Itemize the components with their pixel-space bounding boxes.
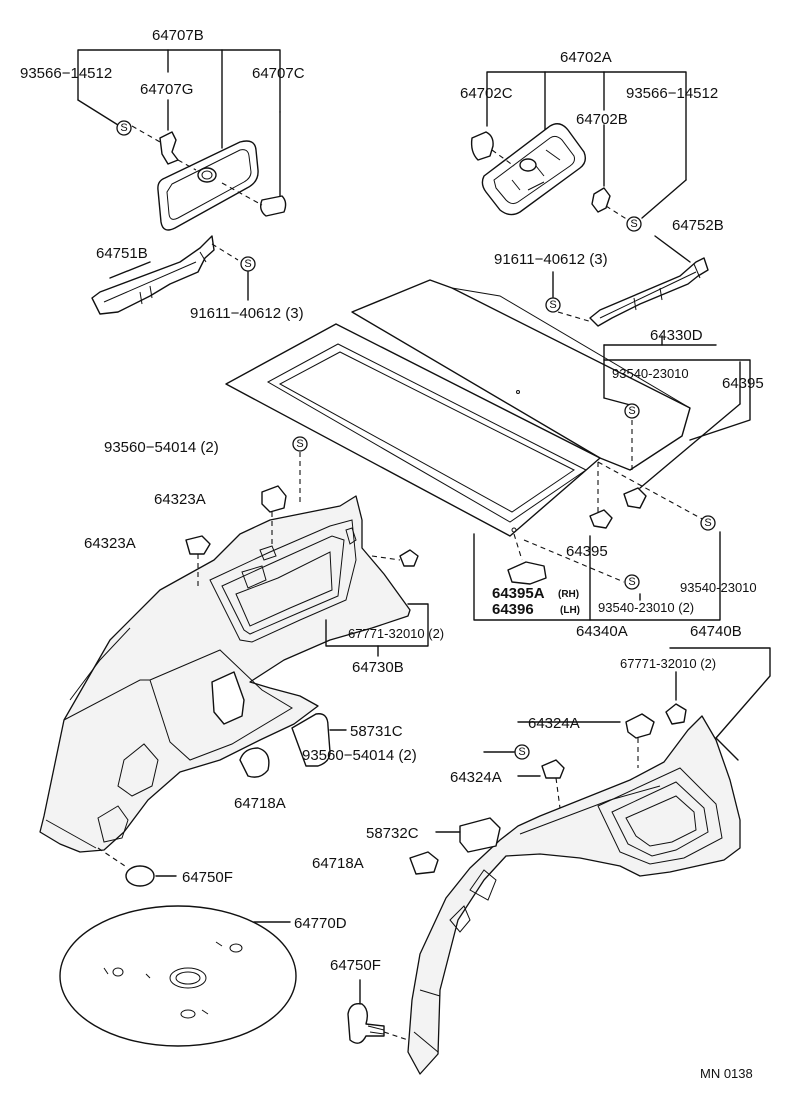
- label-93566-14512-left: 93566−14512: [20, 65, 112, 82]
- pin-67771-b: [665, 703, 687, 725]
- cap-64718A: [239, 747, 270, 778]
- label-64324A-b: 64324A: [450, 769, 502, 786]
- label-67771-32010-b: 67771-32010 (2): [348, 626, 444, 641]
- clip-64702B: [591, 187, 611, 213]
- label-64707G: 64707G: [140, 81, 193, 98]
- symbol-s: S: [628, 576, 635, 588]
- label-93540-23010-b: 93540-23010: [680, 580, 757, 595]
- label-64750F-a: 64750F: [182, 869, 233, 886]
- label-64750F-b: 64750F: [330, 957, 381, 974]
- label-64730B: 64730B: [352, 659, 404, 676]
- hinge-64395-b: [589, 509, 613, 529]
- fastener-64750F-b: [347, 1003, 385, 1044]
- label-64702B: 64702B: [576, 111, 628, 128]
- symbol-s: S: [296, 438, 303, 450]
- label-rh: (RH): [558, 589, 579, 600]
- symbol-s: S: [630, 218, 637, 230]
- symbol-s: S: [704, 517, 711, 529]
- deck-board-64330D: S S S: [225, 279, 751, 621]
- label-93540-23010-a: 93540-23010: [612, 366, 689, 381]
- label-64751B: 64751B: [96, 245, 148, 262]
- quarter-trim-64730B: S: [39, 436, 429, 887]
- label-64324A-a: 64324A: [528, 715, 580, 732]
- label-64752B: 64752B: [672, 217, 724, 234]
- label-93540-23010-c: 93540-23010 (2): [598, 600, 694, 615]
- knob-64702C: [470, 131, 494, 161]
- symbol-s: S: [628, 405, 635, 417]
- label-64702C: 64702C: [460, 85, 513, 102]
- cap-64718A-b: [409, 851, 439, 875]
- clip-64324A: [625, 713, 655, 739]
- assembly-64702A: S S: [470, 71, 709, 327]
- label-91611-40612-left: 91611−40612 (3): [190, 305, 304, 322]
- label-93560-54014-a: 93560−54014 (2): [104, 439, 219, 456]
- label-64707C: 64707C: [252, 65, 305, 82]
- cover-plate-64707B: [157, 140, 259, 231]
- label-64330D: 64330D: [650, 327, 703, 344]
- symbol-s: S: [244, 258, 251, 270]
- clip-64323A-b: [185, 535, 211, 555]
- label-64740B: 64740B: [690, 623, 742, 640]
- label-93566-14512-right: 93566−14512: [626, 85, 718, 102]
- symbol-s: S: [120, 122, 127, 134]
- label-67771-32010-a: 67771-32010 (2): [620, 656, 716, 671]
- clip-64323A: [261, 485, 287, 513]
- clip-64707G: [159, 131, 179, 165]
- symbol-s: S: [549, 299, 556, 311]
- hinge-64395A: [507, 561, 547, 585]
- labels: 64707B 93566−14512 64707G 64707C 64751B …: [20, 27, 764, 1081]
- mat-64770D: [59, 905, 297, 1047]
- label-64340A: 64340A: [576, 623, 628, 640]
- cover-58731C: [291, 713, 331, 767]
- block-58732C: [459, 817, 501, 853]
- label-64395-b: 64395: [566, 543, 608, 560]
- label-58731C: 58731C: [350, 723, 403, 740]
- bracket-64752B: [589, 257, 709, 327]
- label-91611-40612-right: 91611−40612 (3): [494, 251, 608, 268]
- label-64707B: 64707B: [152, 27, 204, 44]
- quarter-trim-64740B: S: [347, 647, 771, 1075]
- label-64395A: 64395A: [492, 585, 545, 602]
- label-64323A-a: 64323A: [154, 491, 206, 508]
- fastener-64750F: [125, 865, 155, 887]
- pin-67771: [399, 549, 419, 567]
- label-64396: 64396: [492, 601, 534, 618]
- symbol-s: S: [518, 746, 525, 758]
- label-64770D: 64770D: [294, 915, 347, 932]
- label-lh: (LH): [560, 605, 580, 616]
- label-64323A-b: 64323A: [84, 535, 136, 552]
- label-64718A-b: 64718A: [312, 855, 364, 872]
- knob-64707C: [259, 195, 287, 217]
- clip-64324A-b: [541, 759, 565, 779]
- label-64395-a: 64395: [722, 375, 764, 392]
- label-58732C: 58732C: [366, 825, 419, 842]
- hinge-64395: [623, 487, 647, 509]
- drawing-code: MN 0138: [700, 1066, 753, 1081]
- label-93560-54014-b: 93560−54014 (2): [302, 747, 417, 764]
- assembly-64707B: S S: [77, 49, 287, 315]
- label-64702A: 64702A: [560, 49, 612, 66]
- label-64718A-a: 64718A: [234, 795, 286, 812]
